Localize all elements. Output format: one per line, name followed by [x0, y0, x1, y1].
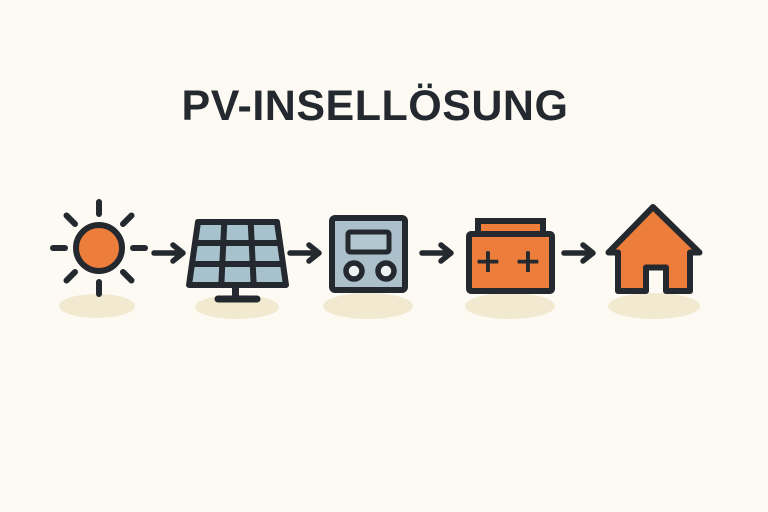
- arrow-right-icon: [287, 242, 322, 264]
- arrow-right-icon: [151, 242, 186, 264]
- sun-shadow: [59, 294, 135, 318]
- battery-body: [466, 231, 555, 294]
- flow-row: + +: [50, 199, 703, 319]
- house-icon: [605, 204, 703, 294]
- battery-plus-left: +: [474, 241, 502, 280]
- inverter-shadow: [323, 293, 413, 319]
- arrow-right-icon: [419, 242, 454, 264]
- battery-icon: + +: [466, 218, 555, 294]
- inverter-display: [345, 229, 392, 255]
- diagram-title: PV-INSELLÖSUNG: [181, 82, 569, 130]
- arrow-right-icon: [561, 242, 596, 264]
- battery-shadow: [465, 293, 555, 319]
- panel-frame: [186, 219, 289, 288]
- house-shadow: [608, 293, 700, 319]
- sun-disc: [73, 222, 125, 274]
- house-shape: [605, 204, 703, 294]
- ground-shadows: [59, 293, 700, 319]
- panel-grid: [192, 221, 284, 286]
- sun-rays: [50, 199, 148, 297]
- inverter-knob-left: [343, 260, 365, 282]
- solar-panel-icon: [186, 219, 289, 303]
- inverter-icon: [329, 215, 408, 293]
- inverter-knob-right: [375, 260, 397, 282]
- battery-plus-right: +: [514, 241, 542, 280]
- sun-icon: [50, 199, 148, 297]
